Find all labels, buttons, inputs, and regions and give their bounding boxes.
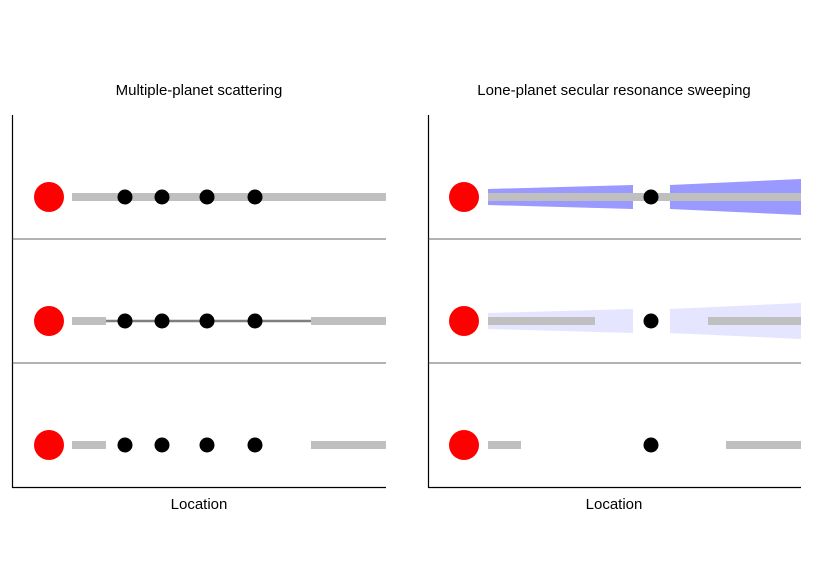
planet-icon <box>247 313 263 329</box>
debris-disk-outer <box>726 441 801 449</box>
planet-icon <box>117 437 133 453</box>
star-icon <box>34 306 64 336</box>
debris-disk-inner <box>488 317 595 325</box>
x-axis-label: Location <box>586 496 643 513</box>
planet-icon <box>154 313 170 329</box>
stage-row-1 <box>449 179 801 215</box>
planet-icon <box>117 189 133 205</box>
panel-scattering: Multiple-planet scattering <box>11 82 386 513</box>
stage-row-2 <box>34 306 386 336</box>
debris-disk-inner <box>72 441 106 449</box>
debris-disk-inner <box>488 441 521 449</box>
planet-icon <box>199 313 215 329</box>
stage-row-3 <box>34 430 386 460</box>
stage-row-2 <box>449 303 801 339</box>
planet-icon <box>643 437 659 453</box>
debris-disk-inner <box>72 317 106 325</box>
stage-row-1 <box>34 182 386 212</box>
planet-icon <box>199 189 215 205</box>
debris-disk-outer <box>311 441 386 449</box>
planet-icon <box>643 313 659 329</box>
planet-icon <box>643 189 659 205</box>
debris-disk-outer <box>708 317 801 325</box>
planet-icon <box>154 189 170 205</box>
planet-icon <box>199 437 215 453</box>
star-icon <box>449 182 479 212</box>
debris-disk <box>72 193 386 201</box>
panel-title: Multiple-planet scattering <box>116 82 283 99</box>
star-icon <box>449 306 479 336</box>
star-icon <box>449 430 479 460</box>
planet-icon <box>154 437 170 453</box>
star-icon <box>34 430 64 460</box>
x-axis-label: Location <box>171 496 228 513</box>
planet-icon <box>247 437 263 453</box>
debris-disk-outer <box>311 317 386 325</box>
planet-icon <box>117 313 133 329</box>
stage-row-3 <box>449 430 801 460</box>
panel-title: Lone-planet secular resonance sweeping <box>477 82 751 99</box>
planet-icon <box>247 189 263 205</box>
panel-sweeping: Lone-planet secular resonance sweeping <box>427 82 801 513</box>
star-icon <box>34 182 64 212</box>
